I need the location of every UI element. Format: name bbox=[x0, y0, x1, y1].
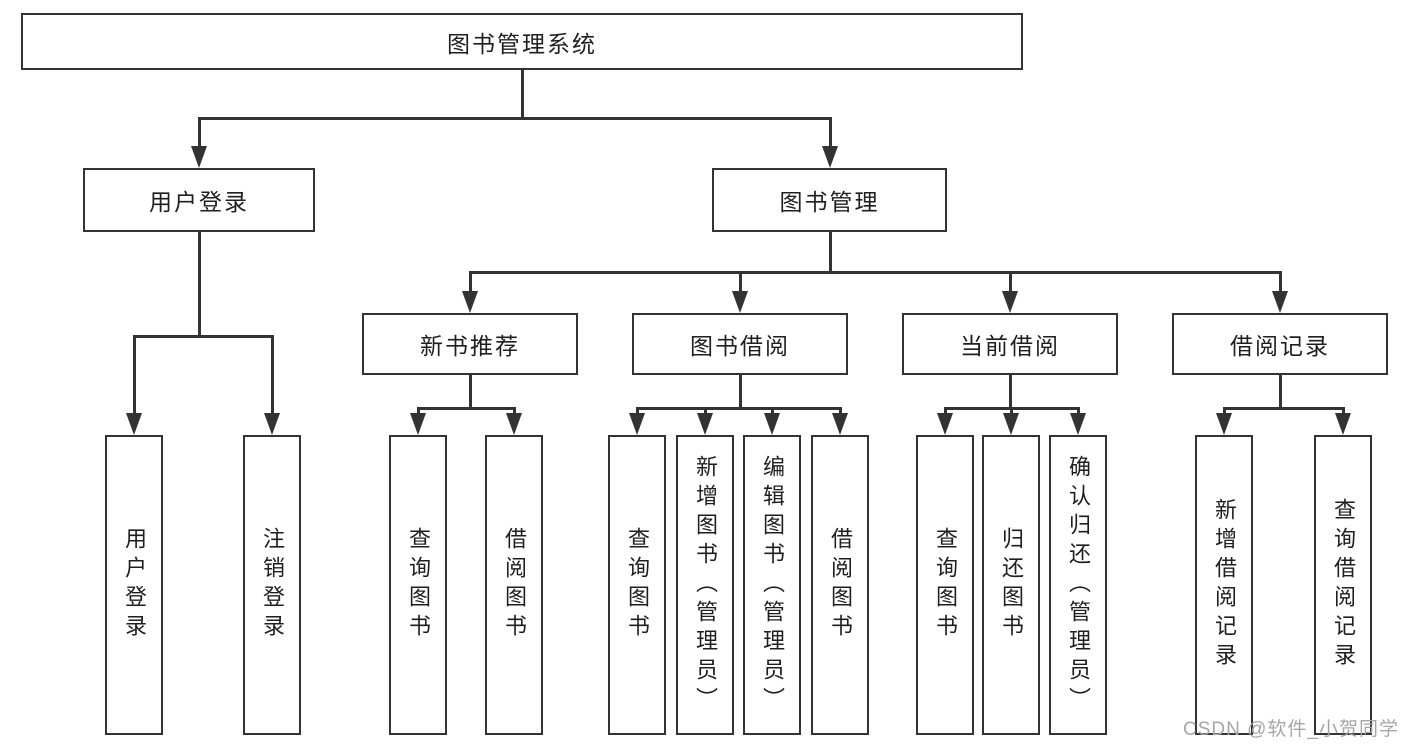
node-current-borrow: 当前借阅 bbox=[902, 313, 1118, 375]
node-query-book-borrow: 查询图书 bbox=[608, 435, 666, 735]
node-book-management: 图书管理 bbox=[712, 168, 947, 232]
node-confirm-return-admin: 确认归还（管理员） bbox=[1049, 435, 1107, 735]
connector-leaf bbox=[1341, 408, 1345, 416]
connector-to-borrow-records bbox=[1278, 272, 1282, 294]
node-query-book-recommend: 查询图书 bbox=[389, 435, 447, 735]
node-label: 注销登录 bbox=[260, 527, 285, 643]
connector-to-book-management bbox=[828, 118, 832, 148]
node-label: 查询图书 bbox=[406, 527, 431, 643]
node-label: 用户登录 bbox=[122, 527, 147, 643]
node-library-system: 图书管理系统 bbox=[21, 13, 1023, 70]
arrow-down-icon bbox=[410, 413, 426, 435]
connector-to-book-borrow bbox=[738, 272, 742, 294]
arrow-down-icon bbox=[1002, 291, 1018, 313]
connector-leaf bbox=[703, 408, 707, 416]
connector-recommend-feed bbox=[468, 375, 472, 408]
connector-to-logout bbox=[270, 336, 274, 416]
node-label: 新书推荐 bbox=[420, 333, 520, 359]
node-label: 查询图书 bbox=[933, 527, 958, 643]
node-label: 图书管理系统 bbox=[447, 30, 597, 57]
arrow-down-icon bbox=[1216, 413, 1232, 435]
node-label: 新增图书（管理员） bbox=[693, 454, 718, 716]
connector-leaf bbox=[512, 408, 516, 416]
node-borrow-book-recommend: 借阅图书 bbox=[485, 435, 543, 735]
node-label: 归还图书 bbox=[999, 527, 1024, 643]
connector-leaf bbox=[838, 408, 842, 416]
arrow-down-icon bbox=[697, 413, 713, 435]
arrow-down-icon bbox=[126, 413, 142, 435]
arrow-down-icon bbox=[191, 146, 207, 168]
arrow-down-icon bbox=[629, 413, 645, 435]
watermark: CSDN @软件_小贺同学 bbox=[1183, 719, 1399, 740]
node-label: 图书管理 bbox=[779, 189, 880, 215]
arrow-down-icon bbox=[1335, 413, 1351, 435]
node-user-login-leaf: 用户登录 bbox=[105, 435, 163, 735]
node-label: 借阅图书 bbox=[502, 527, 527, 643]
node-label: 查询借阅记录 bbox=[1331, 498, 1356, 672]
node-logout: 注销登录 bbox=[243, 435, 301, 735]
connector-to-current-borrow bbox=[1008, 272, 1012, 294]
node-new-book-recommend: 新书推荐 bbox=[362, 313, 578, 375]
connector-leaf bbox=[1222, 408, 1226, 416]
arrow-down-icon bbox=[1070, 413, 1086, 435]
connector-root-feed bbox=[520, 70, 524, 118]
connector-borrow-feed bbox=[738, 375, 742, 408]
connector-book-management-feed bbox=[828, 232, 832, 272]
node-book-borrow: 图书借阅 bbox=[632, 313, 848, 375]
connector-to-user-login bbox=[197, 118, 201, 148]
arrow-down-icon bbox=[732, 291, 748, 313]
node-label: 当前借阅 bbox=[960, 333, 1060, 359]
node-borrow-records: 借阅记录 bbox=[1172, 313, 1388, 375]
connector-level2-distributor bbox=[197, 116, 832, 120]
arrow-down-icon bbox=[506, 413, 522, 435]
arrow-down-icon bbox=[937, 413, 953, 435]
node-label: 查询图书 bbox=[625, 527, 650, 643]
connector-current-feed bbox=[1008, 375, 1012, 408]
node-label: 图书借阅 bbox=[690, 333, 790, 359]
connector-to-user-login-leaf bbox=[132, 336, 136, 416]
connector-leaf bbox=[1009, 408, 1013, 416]
connector-leaf bbox=[635, 408, 639, 416]
connector-level3-distributor bbox=[468, 270, 1282, 274]
arrow-down-icon bbox=[1003, 413, 1019, 435]
arrow-down-icon bbox=[832, 413, 848, 435]
connector-user-login-feed bbox=[197, 232, 201, 336]
arrow-down-icon bbox=[462, 291, 478, 313]
connector-leaf bbox=[416, 408, 420, 416]
arrow-down-icon bbox=[764, 413, 780, 435]
node-label: 新增借阅记录 bbox=[1212, 498, 1237, 672]
connector-recommend-distributor bbox=[416, 406, 516, 410]
node-borrow-book: 借阅图书 bbox=[811, 435, 869, 735]
node-label: 借阅记录 bbox=[1230, 333, 1330, 359]
connector-to-new-book-recommend bbox=[468, 272, 472, 294]
arrow-down-icon bbox=[1272, 291, 1288, 313]
arrow-down-icon bbox=[264, 413, 280, 435]
arrow-down-icon bbox=[822, 146, 838, 168]
node-add-borrow-record: 新增借阅记录 bbox=[1195, 435, 1253, 735]
node-label: 编辑图书（管理员） bbox=[760, 454, 785, 716]
node-label: 确认归还（管理员） bbox=[1066, 454, 1091, 716]
connector-user-login-distributor bbox=[132, 334, 274, 338]
connector-leaf bbox=[770, 408, 774, 416]
node-add-book-admin: 新增图书（管理员） bbox=[676, 435, 734, 735]
node-return-book: 归还图书 bbox=[982, 435, 1040, 735]
connector-leaf bbox=[1076, 408, 1080, 416]
connector-leaf bbox=[943, 408, 947, 416]
node-user-login: 用户登录 bbox=[83, 168, 315, 232]
node-query-borrow-record: 查询借阅记录 bbox=[1314, 435, 1372, 735]
node-label: 借阅图书 bbox=[828, 527, 853, 643]
node-edit-book-admin: 编辑图书（管理员） bbox=[743, 435, 801, 735]
node-query-book-current: 查询图书 bbox=[916, 435, 974, 735]
connector-borrow-distributor bbox=[635, 406, 842, 410]
connector-records-distributor bbox=[1222, 406, 1345, 410]
node-label: 用户登录 bbox=[149, 189, 249, 215]
connector-records-feed bbox=[1278, 375, 1282, 408]
